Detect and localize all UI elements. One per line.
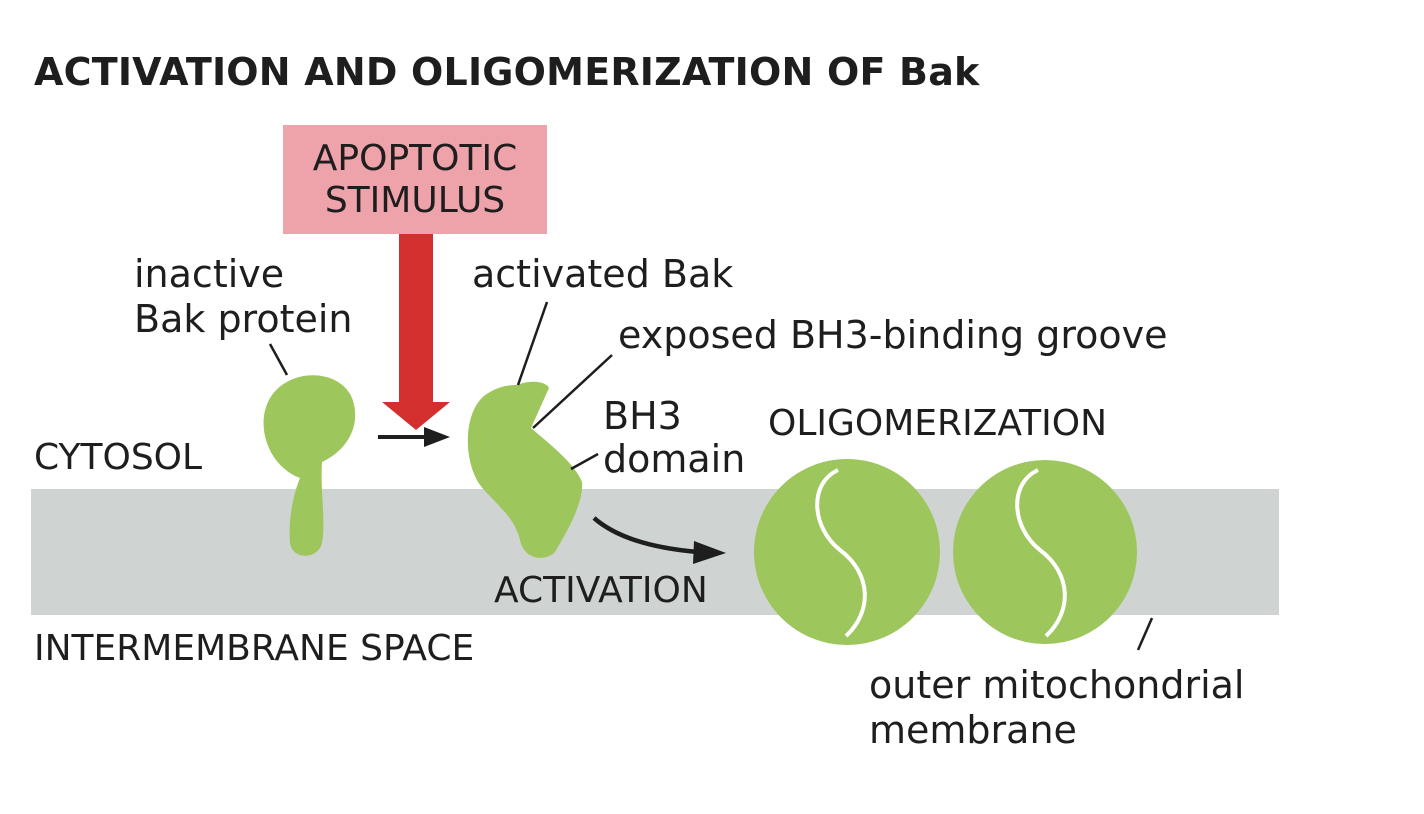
label-membrane-line1: outer mitochondrial xyxy=(869,663,1245,707)
label-intermembrane-space: INTERMEMBRANE SPACE xyxy=(34,628,475,669)
leader-line-activated xyxy=(516,301,549,386)
stimulus-label-line1: APOPTOTIC xyxy=(312,137,518,179)
apoptotic-stimulus-box: APOPTOTIC STIMULUS xyxy=(283,125,547,234)
leader-line-bh3 xyxy=(570,452,599,471)
label-activated-bak: activated Bak xyxy=(472,252,734,296)
stimulus-arrow-head xyxy=(382,402,450,430)
label-inactive-line1: inactive xyxy=(134,252,285,296)
label-bh3-line2: domain xyxy=(603,437,746,481)
label-bh3-line1: BH3 xyxy=(603,394,682,438)
activated-bak-protein xyxy=(467,381,583,558)
label-cytosol: CYTOSOL xyxy=(34,437,203,478)
activation-arrow-curve xyxy=(592,516,699,555)
leader-line-inactive xyxy=(268,343,289,376)
label-activation: ACTIVATION xyxy=(494,570,708,611)
diagram-title: ACTIVATION AND OLIGOMERIZATION OF Bak xyxy=(34,50,980,94)
label-inactive-line2: Bak protein xyxy=(134,297,353,341)
stimulus-arrow-shaft xyxy=(399,234,433,402)
transition-arrow-head xyxy=(424,427,450,447)
inactive-bak-protein xyxy=(263,375,356,556)
bak-oligomer-1 xyxy=(754,459,940,645)
leader-line-groove xyxy=(532,354,613,429)
bak-oligomer-2 xyxy=(953,460,1137,644)
leader-line-membrane xyxy=(1136,617,1154,651)
label-membrane-line2: membrane xyxy=(869,708,1077,752)
activation-arrow-head xyxy=(693,541,726,564)
stimulus-label-line2: STIMULUS xyxy=(324,179,506,221)
label-bh3-binding-groove: exposed BH3-binding groove xyxy=(618,313,1168,357)
label-oligomerization: OLIGOMERIZATION xyxy=(768,403,1108,444)
